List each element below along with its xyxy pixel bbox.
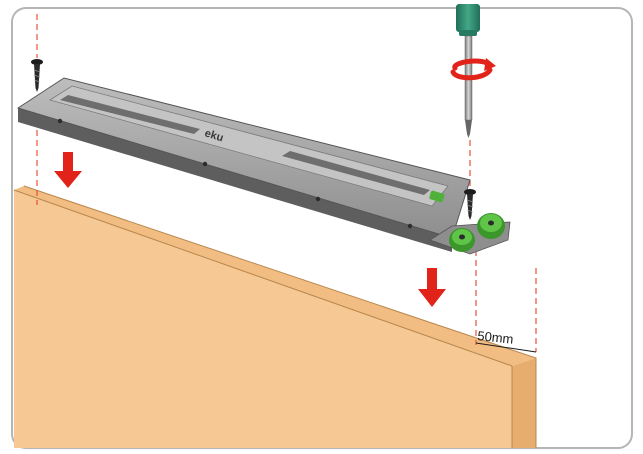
roller-wheel-left [449, 228, 475, 252]
wooden-board [13, 185, 537, 448]
down-arrow-left [54, 152, 82, 188]
green-end-stop [429, 190, 445, 203]
screw-icon [31, 59, 43, 65]
dimension-marker: 50mm [475, 328, 537, 353]
screw-left [31, 59, 43, 92]
roller-wheels [449, 213, 505, 252]
rail-slot-left [60, 95, 200, 134]
roller-wheel-right [477, 213, 505, 239]
screw-icon [464, 189, 476, 195]
top-track-rail: eku [16, 77, 511, 255]
board-face [14, 190, 512, 448]
board-top-edge [14, 186, 536, 366]
rail-slot-right [282, 151, 430, 195]
rotation-arrow-icon [450, 58, 496, 81]
down-arrow-icon [54, 152, 446, 307]
down-arrow-right [418, 268, 446, 307]
screwdriver-handle [456, 4, 480, 32]
brand-logo: eku [203, 127, 225, 144]
rail-side-face [18, 108, 452, 252]
dimension-label: 50mm [477, 328, 514, 347]
board-side-edge [512, 358, 536, 448]
screw-right [464, 189, 476, 220]
